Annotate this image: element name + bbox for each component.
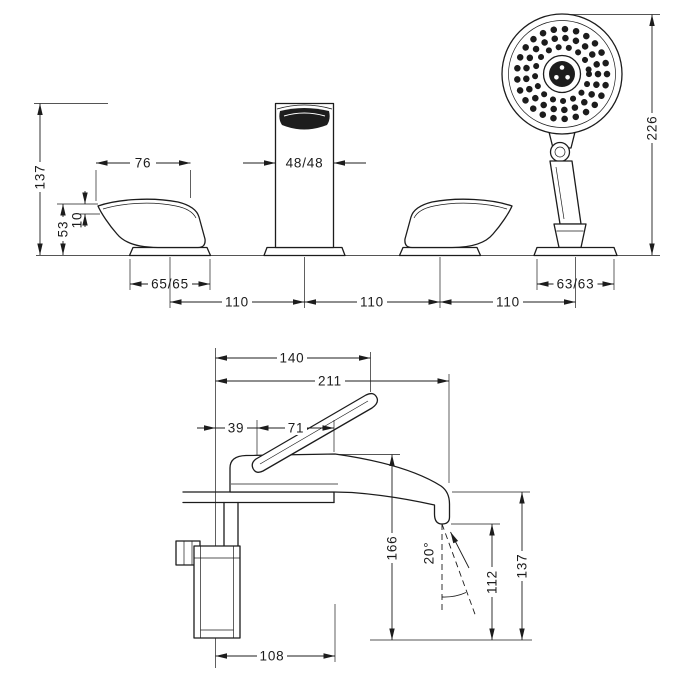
front-view: 76 48/48 137 53 (33, 13, 660, 310)
dim-label-10: 10 (70, 212, 85, 229)
nozzle-ring-inner (532, 44, 592, 104)
flow-angle: 20° (422, 523, 477, 618)
dim-reach-spout: 211 (215, 374, 450, 483)
nozzle-ring-outer (513, 25, 611, 123)
dim-label-65-65: 65/65 (151, 277, 189, 292)
dim-label-76: 76 (135, 156, 152, 171)
dim-height-outlet: 112 (451, 523, 500, 640)
dim-label-226: 226 (645, 116, 660, 141)
dim-handle-depth: 71 (257, 420, 335, 452)
dim-label-20deg: 20° (422, 542, 437, 565)
dim-label-53: 53 (56, 221, 71, 238)
dim-height-total: 137 (33, 103, 108, 255)
spray-selector (549, 61, 575, 87)
dim-label-110-b: 110 (360, 295, 384, 310)
dim-handle-height: 53 (56, 203, 98, 255)
shower-grip (549, 160, 582, 225)
hand-shower (501, 13, 623, 257)
nozzle-ring-middle (522, 34, 602, 114)
hose-nut (553, 223, 587, 249)
below-rim-body (175, 501, 241, 639)
dim-label-166: 166 (385, 536, 400, 561)
dim-handle-tip: 10 (70, 191, 100, 229)
spout-mouth (279, 108, 330, 130)
side-view: 20° 140 211 (175, 348, 532, 668)
dim-depth-below: 108 (215, 604, 336, 664)
spout (263, 102, 346, 257)
dim-label-63-63: 63/63 (557, 277, 595, 292)
dim-label-140: 140 (280, 351, 305, 366)
dim-spout-width: 48/48 (243, 156, 366, 171)
dim-label-211: 211 (318, 374, 342, 389)
dim-height-body: 166 (338, 454, 400, 640)
dim-label-39: 39 (228, 421, 245, 436)
dim-label-137-side: 137 (515, 554, 530, 579)
dim-shower-height: 226 (570, 14, 660, 255)
dim-reach-handle: 140 (215, 351, 371, 392)
dim-label-110-c: 110 (496, 295, 520, 310)
left-handle (97, 198, 212, 257)
hang-ring (549, 141, 571, 163)
dim-label-110-a: 110 (225, 295, 249, 310)
right-handle (398, 198, 513, 257)
dim-offset-back: 39 (197, 420, 258, 455)
dim-handle-length: 76 (95, 156, 191, 201)
tub-rim (182, 491, 335, 504)
dim-label-108: 108 (260, 649, 285, 664)
dim-label-137-front: 137 (33, 165, 48, 190)
lever-handle-side (251, 392, 379, 473)
dim-spacing-chain: 110 110 110 (169, 257, 576, 310)
dim-label-71: 71 (288, 421, 305, 436)
dim-height-rim: 137 (515, 492, 530, 640)
dim-label-112: 112 (485, 570, 500, 594)
dim-label-48-48: 48/48 (286, 156, 324, 171)
